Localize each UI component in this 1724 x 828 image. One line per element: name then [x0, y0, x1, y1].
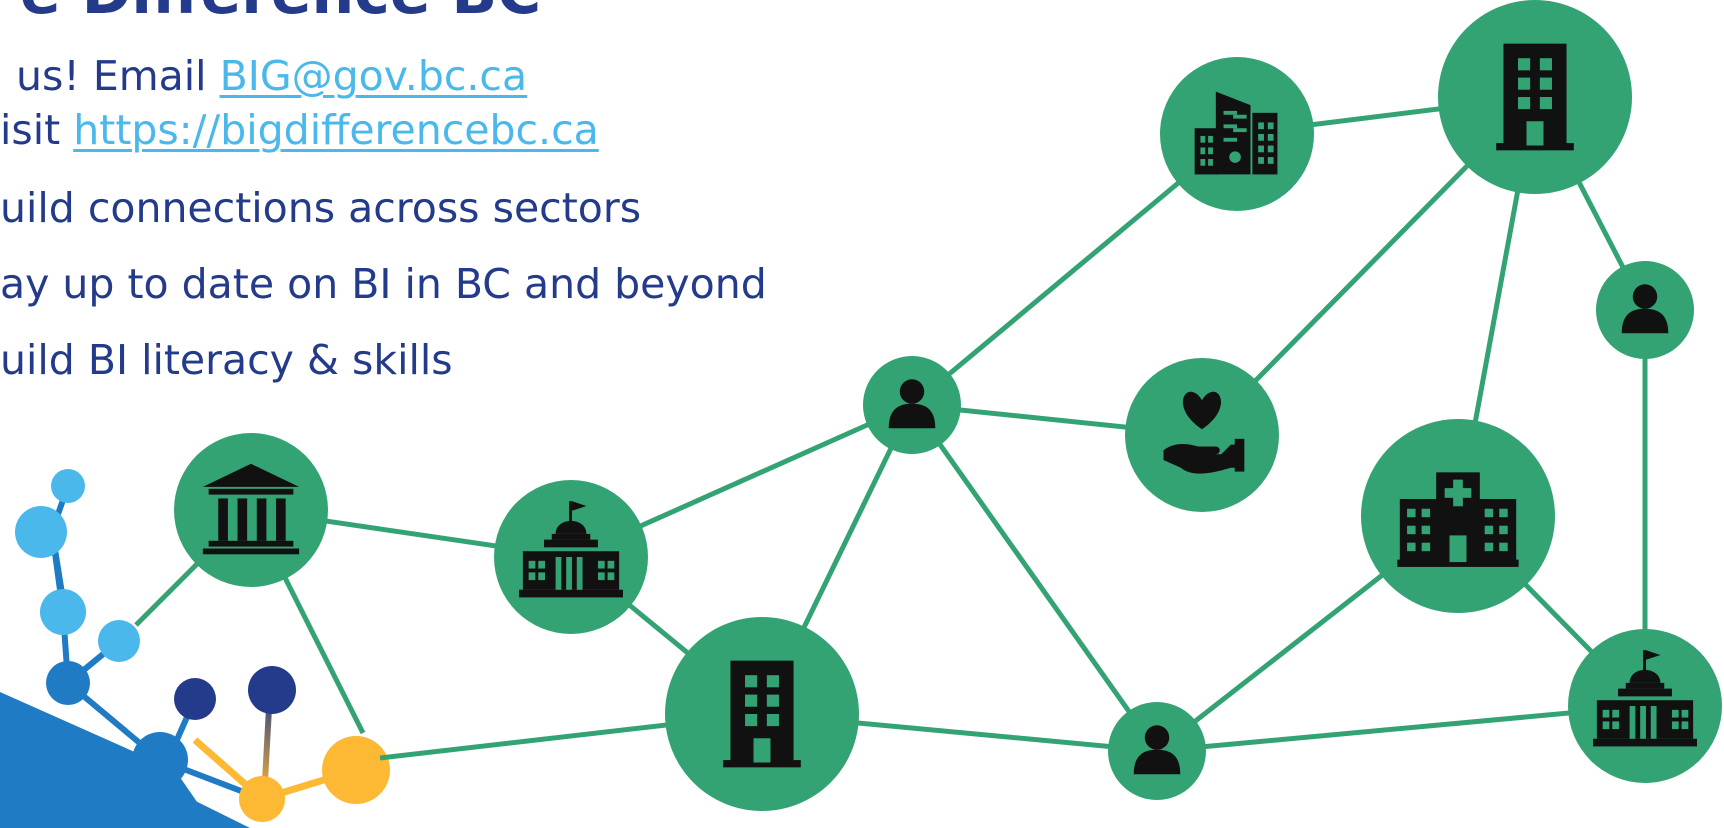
legislature-icon: [1593, 650, 1697, 747]
molecule-logo: [0, 469, 390, 828]
hospital-icon: [1397, 472, 1519, 567]
office-building-icon: [723, 660, 801, 768]
node-hospital: [1361, 419, 1555, 613]
contact-email-line: us! Email BIG@gov.bc.ca: [16, 52, 527, 100]
node-person-center: [863, 356, 961, 454]
logo-atom: [132, 732, 188, 788]
contact-url-prefix: isit: [0, 106, 74, 154]
node-legislature-left: [494, 480, 648, 634]
logo-atom: [174, 678, 216, 720]
logo-atom: [248, 666, 296, 714]
logo-blue-wedge-upper: [0, 692, 215, 828]
node-city-buildings: [1160, 57, 1314, 211]
person-icon: [1621, 284, 1669, 334]
email-link[interactable]: BIG@gov.bc.ca: [219, 52, 528, 100]
logo-atom: [15, 506, 67, 558]
bullet-connections: uild connections across sectors: [0, 184, 642, 232]
bullet-literacy: uild BI literacy & skills: [0, 336, 453, 384]
node-office-tall: [1438, 0, 1632, 194]
contact-email-prefix: us! Email: [16, 52, 220, 100]
logo-atom: [98, 620, 140, 662]
network-edge: [1156, 703, 1646, 754]
node-circle: [174, 433, 328, 587]
heart-in-hand-icon: [1163, 391, 1245, 474]
person-icon: [1133, 725, 1181, 775]
website-link[interactable]: https://bigdifferencebc.ca: [73, 106, 599, 154]
node-legislature-right: [1568, 629, 1722, 783]
node-person-bottom: [1108, 702, 1206, 800]
logo-atom: [51, 469, 85, 503]
bullet-stay-up-to-date: ay up to date on BI in BC and beyond: [0, 260, 767, 308]
network-edge: [909, 403, 1160, 753]
node-person-right: [1596, 261, 1694, 359]
node-charity: [1125, 358, 1279, 512]
logo-atom: [40, 589, 86, 635]
logo-atom: [322, 736, 390, 804]
person-icon: [888, 379, 936, 429]
heading-fragment: e Difference BC: [20, 0, 541, 28]
legislature-icon: [519, 501, 623, 598]
logo-atom: [46, 661, 90, 705]
city-buildings-icon: [1194, 91, 1278, 175]
office-building-icon: [1496, 43, 1574, 151]
contact-url-line: isit https://bigdifferencebc.ca: [0, 106, 599, 154]
museum-icon: [202, 463, 300, 555]
node-museum: [174, 433, 328, 587]
logo-atom: [239, 776, 285, 822]
node-circle: [1125, 358, 1279, 512]
node-office-bottom: [665, 617, 859, 811]
network-nodes: [174, 0, 1722, 811]
